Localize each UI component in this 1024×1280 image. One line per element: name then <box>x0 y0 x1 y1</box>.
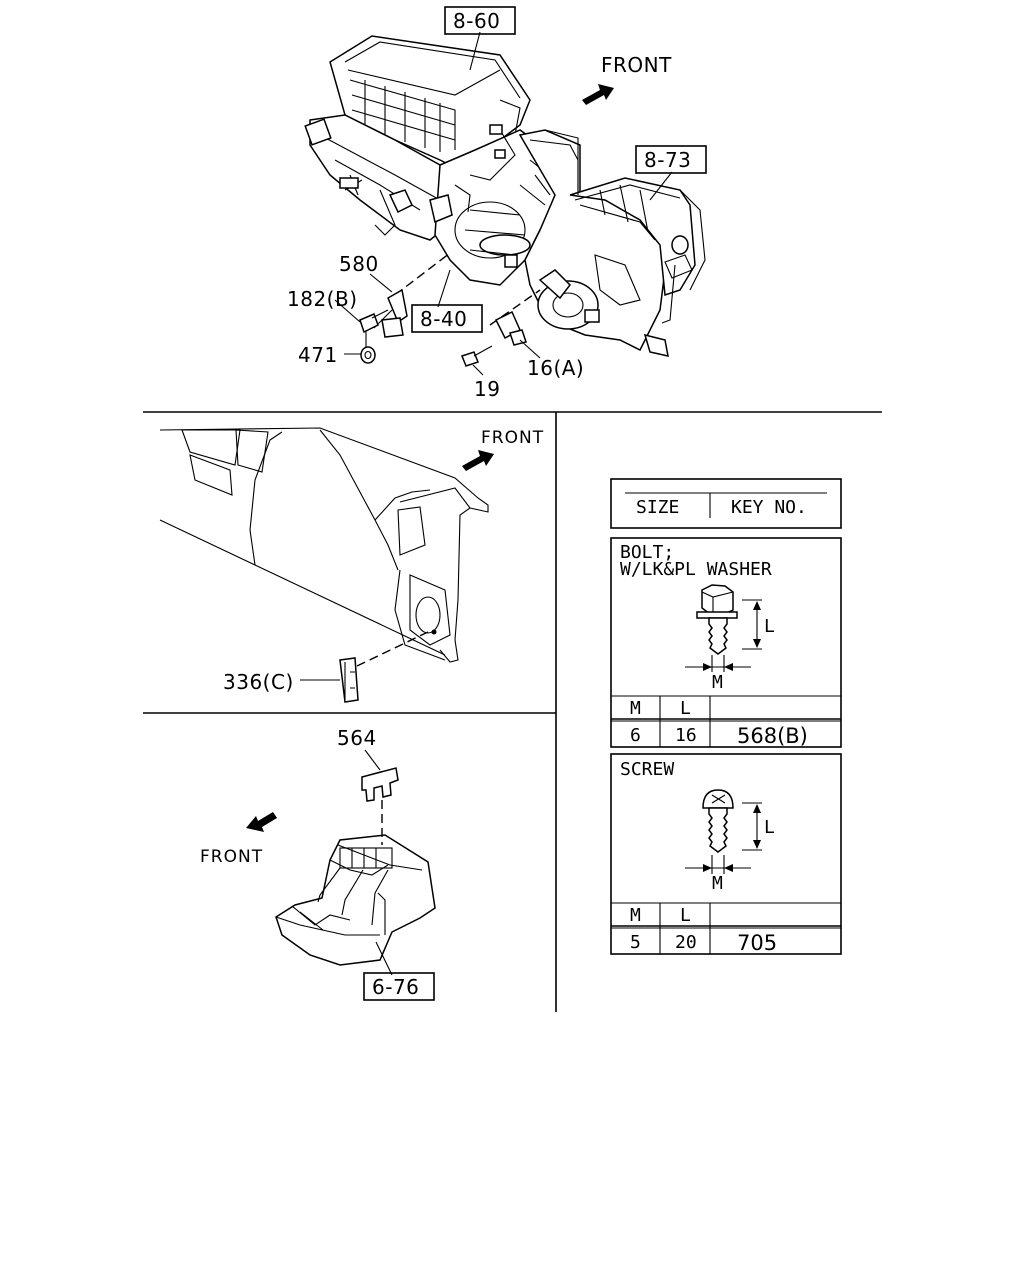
callout-6-76: 6-76 <box>363 972 435 1001</box>
bracket-580 <box>373 288 408 338</box>
screw-title: SCREW <box>620 759 674 780</box>
screw-dim-l: L <box>764 817 775 838</box>
callout-336c: 336(C) <box>223 670 294 694</box>
callout-8-73: 8-73 <box>635 145 707 174</box>
svg-text:6-76: 6-76 <box>372 975 419 999</box>
screw-icon <box>702 789 734 853</box>
screw-col-l: L <box>680 905 691 926</box>
front-label-top: FRONT <box>601 53 672 77</box>
bolt-dim-m: M <box>712 672 723 693</box>
callout-16a: 16(A) <box>527 356 584 380</box>
front-arrow-bottom: FRONT <box>200 812 277 867</box>
washer-471 <box>360 346 376 364</box>
bolt-title-line1: BOLT; <box>620 542 674 563</box>
front-label-bottom: FRONT <box>200 847 263 867</box>
callout-471: 471 <box>298 343 338 367</box>
screw-spec-box: SCREW L M M L 5 20 705 <box>610 753 842 955</box>
callout-19: 19 <box>474 377 500 401</box>
bolt-row-m: 6 <box>630 725 641 746</box>
bolt-col-l: L <box>680 698 691 719</box>
screw-row-l: 20 <box>675 932 697 953</box>
leader-lines-top <box>334 31 673 376</box>
callout-564: 564 <box>337 726 377 750</box>
svg-text:8-60: 8-60 <box>453 9 500 33</box>
bracket-16a <box>494 310 527 346</box>
screw-row-m: 5 <box>630 932 641 953</box>
hvac-assembly-drawing <box>304 35 706 357</box>
callout-182b: 182(B) <box>287 287 358 311</box>
screw-19 <box>461 345 493 367</box>
bolt-row-l: 16 <box>675 725 697 746</box>
screw-row-key: 705 <box>737 931 777 955</box>
bolt-spec-box: BOLT; W/LK&PL WASHER L M M L 6 16 568(B) <box>610 537 842 748</box>
header-key-no: KEY NO. <box>731 497 807 518</box>
size-key-header: SIZE KEY NO. <box>610 478 842 529</box>
callout-8-40: 8-40 <box>411 304 483 333</box>
screw-dim-m: M <box>712 873 723 894</box>
front-arrow-top: FRONT <box>582 53 672 105</box>
bolt-row-key: 568(B) <box>737 724 808 748</box>
svg-text:8-73: 8-73 <box>644 148 691 172</box>
bolt-title-line2: W/LK&PL WASHER <box>620 559 772 580</box>
bolt-icon <box>696 584 738 655</box>
svg-text:8-40: 8-40 <box>420 307 467 331</box>
screw-col-m: M <box>630 905 641 926</box>
callout-580: 580 <box>339 252 379 276</box>
front-arrow-middle: FRONT <box>462 428 544 471</box>
section-dividers <box>143 411 882 1012</box>
leader-564 <box>364 749 381 771</box>
leader-6-76 <box>375 941 393 976</box>
dashboard-panel-drawing <box>159 427 489 663</box>
assembly-line-336c <box>356 631 429 667</box>
front-label-middle: FRONT <box>481 428 544 448</box>
bracket-336c <box>339 657 359 703</box>
bolt-182b <box>359 309 389 334</box>
clip-564 <box>361 767 399 802</box>
callout-8-60: 8-60 <box>444 6 516 35</box>
bolt-dim-l: L <box>764 616 775 637</box>
console-drawing <box>275 834 436 966</box>
bolt-col-m: M <box>630 698 641 719</box>
header-size: SIZE <box>636 497 679 518</box>
